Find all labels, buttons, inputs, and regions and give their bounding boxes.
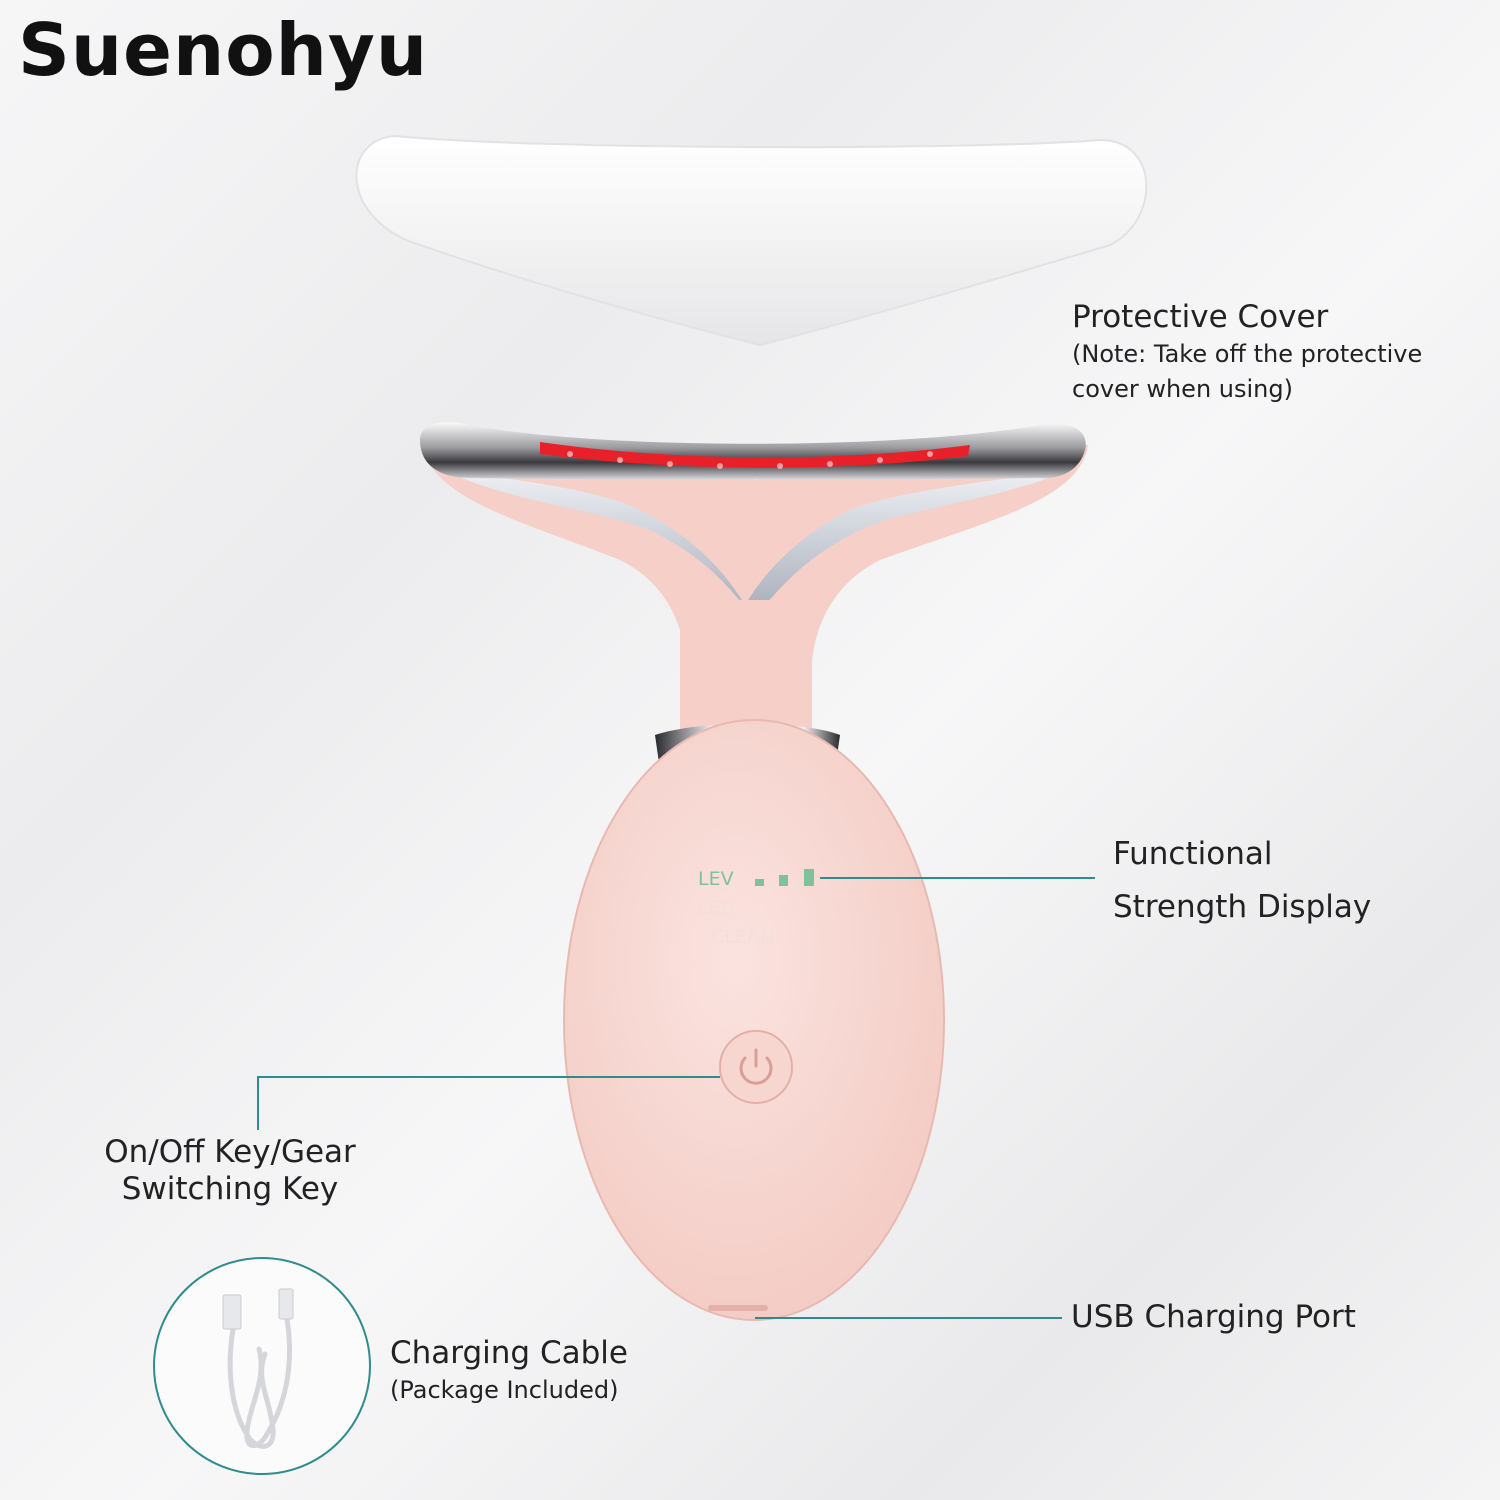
functional-line1: Functional: [1113, 836, 1273, 872]
display-lev: LEV: [698, 868, 734, 890]
strength-bars: [755, 869, 814, 886]
callout-onoff: [257, 1076, 720, 1130]
charging-cable-thumbnail: [153, 1257, 371, 1475]
onoff-line2: Switching Key: [121, 1170, 339, 1207]
display-led: LED: [698, 897, 736, 919]
brand-logo: Suenohyu: [18, 8, 429, 92]
protective-cover: [355, 134, 1148, 347]
power-button[interactable]: [719, 1030, 793, 1104]
display-clean: CLEAN: [711, 926, 775, 948]
protective-cover-note: (Note: Take off the protective cover whe…: [1072, 339, 1423, 403]
functional-display-label: Functional Strength Display: [1113, 828, 1371, 935]
protective-cover-title: Protective Cover: [1072, 299, 1329, 335]
power-icon: [739, 1048, 773, 1085]
charging-cable-label: Charging Cable (Package Included): [390, 1334, 628, 1408]
callout-lines: [257, 877, 1095, 1319]
usb-port: [708, 1305, 768, 1311]
functional-line2: Strength Display: [1113, 889, 1372, 926]
device-handle-body: [563, 719, 945, 1321]
usb-port-title: USB Charging Port: [1071, 1299, 1356, 1335]
charging-cable-title: Charging Cable: [390, 1335, 628, 1371]
onoff-line1: On/Off Key/Gear: [104, 1134, 356, 1170]
device-face-plate: [445, 470, 1070, 610]
protective-cover-label: Protective Cover (Note: Take off the pro…: [1072, 298, 1492, 406]
onoff-key-label: On/Off Key/Gear Switching Key: [80, 1134, 380, 1207]
usb-cable-icon: [222, 1288, 294, 1449]
charging-cable-note: (Package Included): [390, 1375, 619, 1404]
usb-port-label: USB Charging Port: [1071, 1298, 1356, 1337]
led-dots: [567, 451, 933, 469]
red-led-strip: [540, 442, 970, 468]
device-chrome-bar: [420, 422, 1086, 480]
